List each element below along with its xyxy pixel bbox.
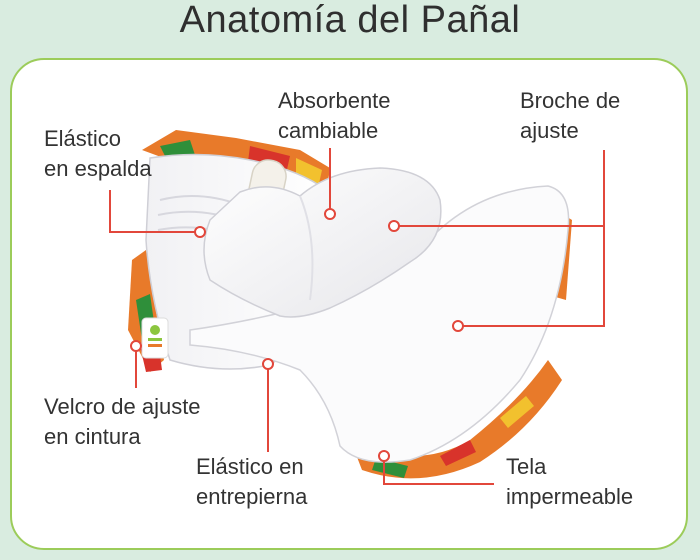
label-line: ajuste <box>520 118 579 143</box>
dot-absorbente <box>324 208 336 220</box>
label-line: en cintura <box>44 424 141 449</box>
callout-line-elastico-espalda <box>109 190 200 233</box>
dot-velcro <box>130 340 142 352</box>
callout-line-broche-lower <box>458 226 605 327</box>
label-broche-de-ajuste: Broche de ajuste <box>520 86 620 146</box>
callout-lines <box>109 148 605 485</box>
label-elastico-en-espalda: Elástico en espalda <box>44 124 152 184</box>
label-absorbente-cambiable: Absorbente cambiable <box>278 86 391 146</box>
dot-broche <box>388 220 400 232</box>
label-line: impermeable <box>506 484 634 509</box>
label-line: cambiable <box>278 118 379 143</box>
label-line: Absorbente <box>278 88 391 113</box>
dot-elastico-espalda <box>194 226 206 238</box>
absorbent-insert <box>203 167 442 318</box>
brand-logo-patch <box>141 317 169 359</box>
page-title: Anatomía del Pañal <box>179 0 521 41</box>
callout-line-tela <box>383 456 494 485</box>
label-velcro-de-ajuste: Velcro de ajuste en cintura <box>44 392 201 452</box>
callout-dots <box>130 208 464 462</box>
label-line: Broche de <box>520 88 621 113</box>
label-line: en espalda <box>44 156 152 181</box>
label-tela-impermeable: Tela impermeable <box>506 452 633 512</box>
label-line: Velcro de ajuste <box>44 394 201 419</box>
label-line: Tela <box>506 454 547 479</box>
insert-fold-line <box>299 195 314 301</box>
dot-elastico-entrepierna <box>262 358 274 370</box>
dot-tela <box>378 450 390 462</box>
label-line: Elástico <box>44 126 122 151</box>
dot-broche-lower <box>452 320 464 332</box>
label-line: entrepierna <box>196 484 308 509</box>
label-line: Elástico en <box>196 454 304 479</box>
label-elastico-en-entrepierna: Elástico en entrepierna <box>196 452 307 512</box>
